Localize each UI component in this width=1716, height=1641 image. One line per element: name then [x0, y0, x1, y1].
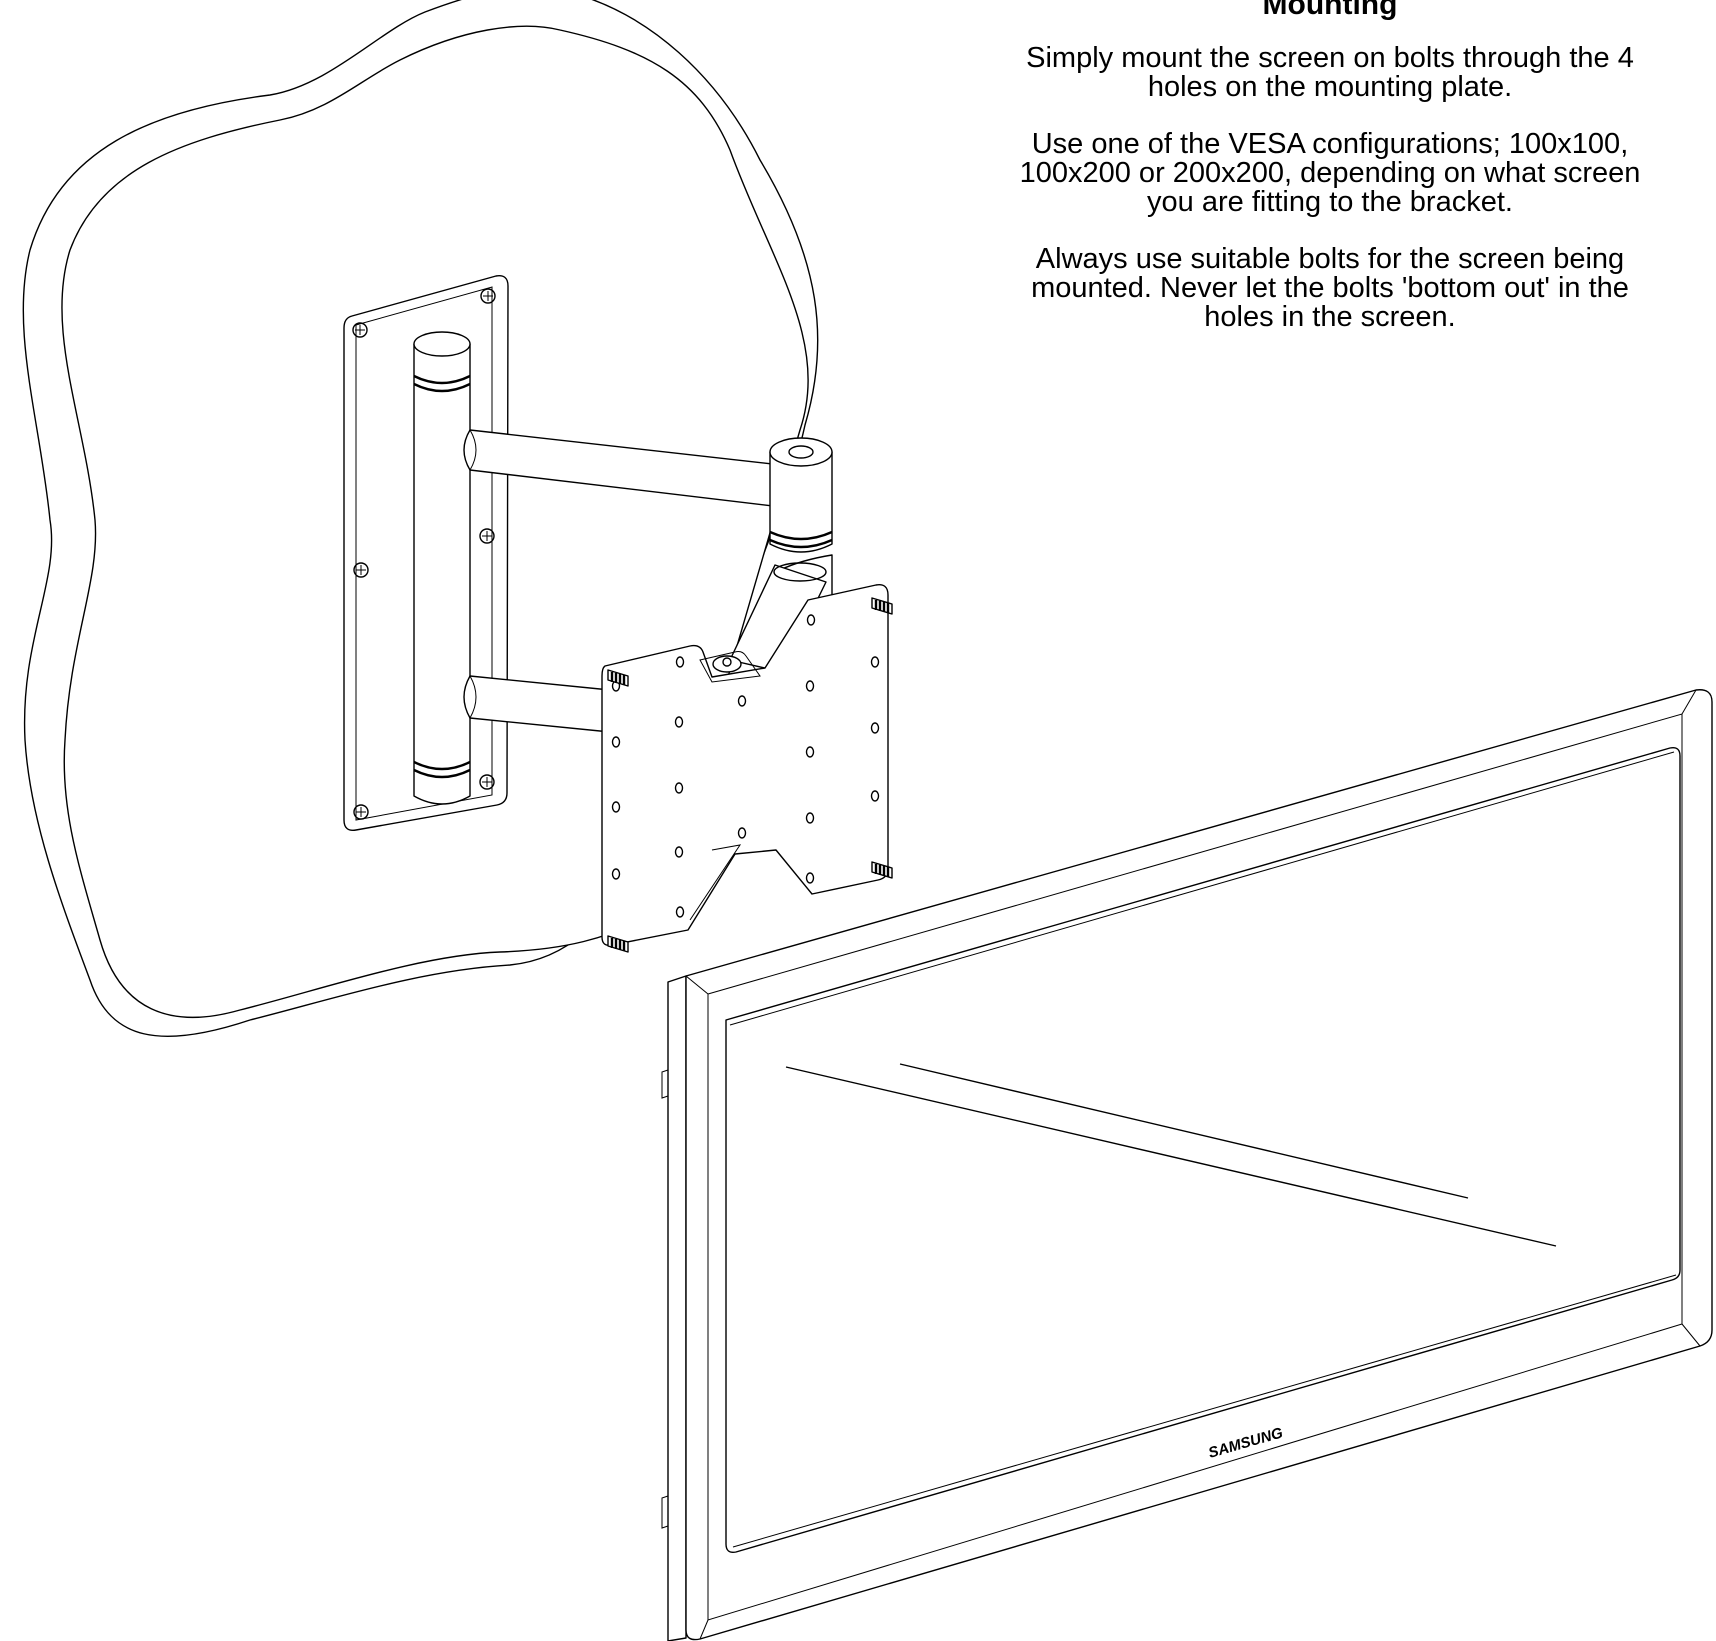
wall-back-outline	[22, 0, 819, 1037]
screen-panel	[725, 746, 1681, 1554]
vesa-hole	[611, 801, 621, 813]
plate-screw	[480, 288, 496, 304]
flat-screen	[661, 689, 1713, 1641]
mounting-instructions: Mounting Simply mount the screen on bolt…	[1010, 0, 1650, 360]
instructions-heading: Mounting	[1262, 0, 1398, 21]
plate-screw	[353, 562, 369, 578]
vesa-hole	[611, 736, 621, 748]
screen-reflection-line	[785, 1066, 1557, 1247]
vesa-hole	[674, 716, 684, 728]
vesa-holes	[611, 614, 880, 918]
instruction-paragraph-2: Use one of the VESA configurations; 100x…	[1019, 128, 1641, 218]
vesa-hole	[674, 846, 684, 858]
plate-screw	[353, 804, 369, 820]
vesa-hole	[675, 656, 685, 668]
mounting-bolt	[871, 861, 893, 879]
vesa-hole	[675, 906, 685, 918]
vesa-hole	[805, 872, 815, 884]
vesa-hole	[805, 746, 815, 758]
plate-screw	[352, 322, 368, 338]
mounting-bolt	[607, 935, 629, 953]
instruction-paragraph-3: Always use suitable bolts for the screen…	[1031, 243, 1629, 333]
vesa-hole	[870, 656, 880, 668]
mounting-bolt	[871, 597, 893, 615]
vesa-hole	[870, 790, 880, 802]
vesa-hole	[737, 827, 747, 839]
vesa-hole	[737, 695, 747, 707]
lower-arm	[463, 675, 611, 733]
vesa-hole	[870, 722, 880, 734]
vesa-hole	[805, 812, 815, 824]
instruction-paragraph-1: Simply mount the screen on bolts through…	[1026, 42, 1634, 103]
screen-reflection-line	[899, 1063, 1469, 1199]
wall-pivot-tube	[413, 331, 471, 805]
mounting-bolt	[607, 669, 629, 687]
vesa-hole	[805, 680, 815, 692]
vesa-hole	[806, 614, 816, 626]
vesa-hole	[674, 782, 684, 794]
vesa-hole	[611, 868, 621, 880]
plate-screw	[479, 528, 495, 544]
upper-arm	[463, 429, 791, 509]
screen-side-edge	[667, 975, 687, 1641]
plate-screw	[479, 774, 495, 790]
